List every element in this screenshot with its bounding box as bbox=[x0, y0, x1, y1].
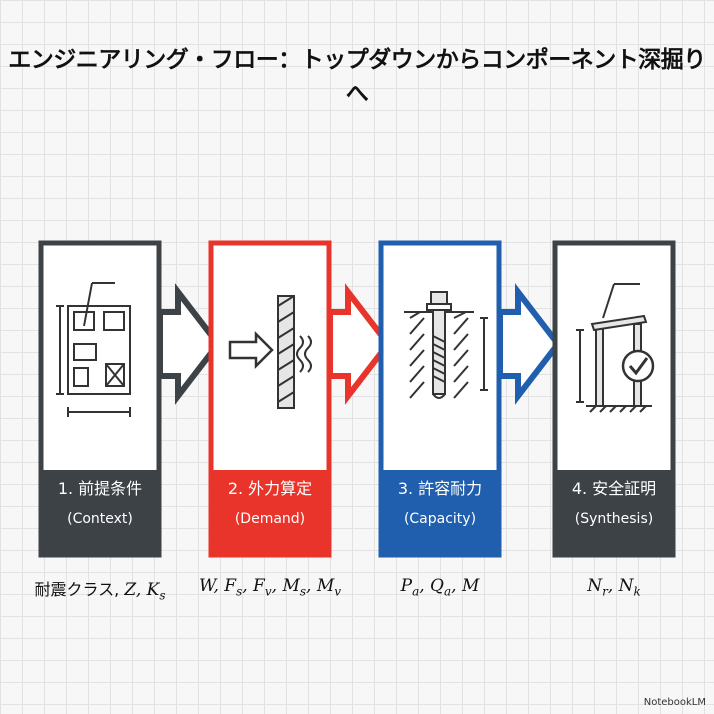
step-label-2: 2. 外力算定 (Demand) bbox=[227, 479, 313, 527]
step-label-3: 3. 許容耐力 (Capacity) bbox=[397, 479, 483, 527]
step-symbols-2: W, Fs, Fv, Ms, Mv bbox=[198, 576, 342, 599]
step-symbols-1: 耐震クラス, Z, Ks bbox=[34, 580, 166, 603]
step-label-4: 4. 安全証明 (Synthesis) bbox=[571, 479, 657, 527]
step-card-demand bbox=[208, 240, 332, 558]
flow-arrow-3 bbox=[497, 283, 562, 405]
force-on-wall-icon bbox=[228, 295, 312, 409]
step-symbols-3: Pa, Qa, M bbox=[400, 576, 480, 599]
flow-arrow-1 bbox=[157, 283, 222, 405]
step-card-synthesis bbox=[552, 240, 676, 558]
floor-plan-icon bbox=[56, 282, 131, 417]
frame-check-icon bbox=[576, 283, 655, 413]
flow-arrow-2 bbox=[327, 283, 392, 405]
step-card-capacity bbox=[378, 240, 502, 558]
watermark: NotebookLM bbox=[643, 697, 706, 708]
anchor-bolt-icon bbox=[404, 291, 488, 399]
step-label-1: 1. 前提条件 (Context) bbox=[57, 479, 143, 527]
step-card-context bbox=[38, 240, 162, 558]
step-symbols-4: Nr, Nk bbox=[587, 576, 641, 599]
page-title: エンジニアリング・フロー：トップダウンからコンポーネント深掘りへ bbox=[8, 47, 706, 107]
